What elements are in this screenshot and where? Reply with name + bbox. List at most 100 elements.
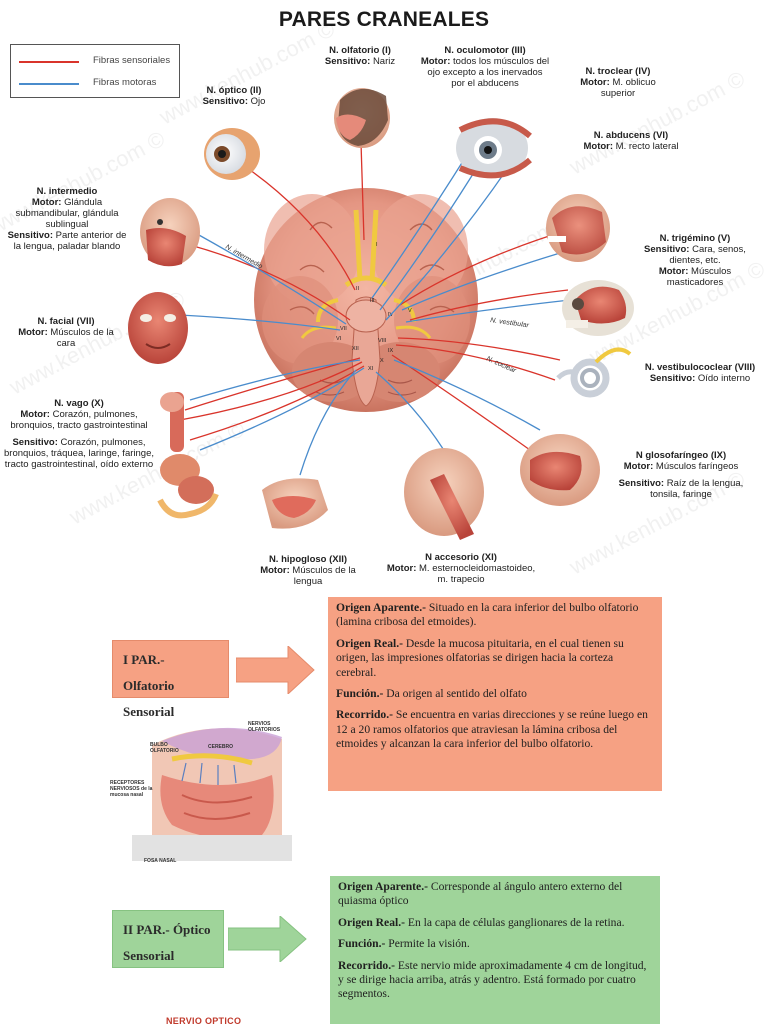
roman-numeral: IX (388, 348, 394, 354)
nerve-name: N. vago (X) (54, 398, 104, 409)
par2-subtitle: Sensorial (123, 948, 175, 963)
nerve-name: N. óptico (II) (206, 85, 262, 96)
nerve-value: M. esternocleidomastoideo, m. trapecio (419, 563, 536, 585)
nerve-key: Sensitivo: (7, 230, 53, 241)
par2-recorrido-key: Recorrido.- (338, 958, 395, 972)
neck-illustration (404, 448, 484, 540)
par2-funcion-key: Función.- (338, 937, 386, 951)
par1-origen-aparente-key: Origen Aparente.- (336, 601, 426, 614)
skull-illustration (562, 280, 634, 336)
nerve-vestibulococlear: N. vestibulococlear (VIII) Sensitivo: Oí… (636, 362, 764, 384)
nerve-key: Sensitivo: (649, 373, 696, 384)
branch-label-vestibular: N. vestibular (490, 317, 530, 329)
par1-origen-real-value: Desde la mucosa pituitaria, en el cual t… (336, 636, 624, 679)
nerve-troclear: N. troclear (IV) Motor: M. oblicuo super… (566, 66, 670, 99)
label-nervio-optico: NERVIO OPTICO (166, 1016, 242, 1024)
nerve-key: Motor: (623, 461, 654, 472)
nerve-value: todos los músculos del ojo excepto a los… (427, 56, 550, 89)
branch-label-coclear: N. coclear (485, 355, 517, 374)
nerve-key: Sensitivo: (324, 56, 371, 67)
roman-numeral: XII (352, 346, 359, 352)
nerve-abducens: N. abducens (VI) Motor: M. recto lateral (566, 130, 696, 152)
par2-origen-aparente-key: Origen Aparente.- (338, 880, 428, 893)
par1-recorrido-key: Recorrido.- (336, 708, 393, 722)
roman-numeral: VI (336, 336, 342, 342)
nerve-intermedio: N. intermedio Motor: Glándula submandibu… (6, 186, 128, 252)
par1-title: I PAR.- Olfatorio (123, 652, 175, 693)
sensory-line-icon (19, 61, 79, 63)
face-intermedio-illustration (140, 198, 200, 267)
par2-origen-real-key: Origen Real.- (338, 915, 405, 929)
nerve-value: Músculos de la lengua (292, 565, 356, 587)
nerve-name: N. olfatorio (I) (329, 45, 391, 56)
nerve-value: Ojo (250, 96, 266, 107)
roman-numeral: XI (368, 366, 374, 372)
nerve-value: Músculos masticadores (666, 266, 732, 288)
par1-description: Origen Aparente.- Situado en la cara inf… (328, 597, 662, 791)
nerve-name: N. troclear (IV) (585, 66, 651, 77)
nerve-value: Corazón, pulmones, bronquios, tráquea, l… (4, 437, 154, 470)
label-receptores: RECEPTORES NERVIOSOS de la mucosa nasal (110, 780, 153, 798)
nerve-name: N. vestibulococlear (VIII) (644, 362, 756, 373)
nerve-key: Motor: (31, 197, 62, 208)
face-facial-illustration (128, 292, 188, 364)
par2-recorrido-value: Este nervio mide aproximadamente 4 cm de… (338, 958, 647, 1001)
label-bulbo-olfatorio: BULBO OLFATORIO (150, 742, 179, 754)
nerve-hipogloso: N. hipogloso (XII) Motor: Músculos de la… (258, 554, 358, 587)
nerve-key: Motor: (583, 141, 614, 152)
nerve-name: N. intermedio (36, 186, 98, 197)
nerve-glosofaringeo: N glosofaríngeo (IX) Motor: Músculos far… (606, 450, 756, 500)
roman-numeral: I (376, 242, 378, 248)
olfactory-anatomy-diagram (132, 727, 292, 861)
nerve-value: Oído interno (697, 373, 751, 384)
roman-numeral: X (380, 358, 384, 364)
nerve-key: Motor: (580, 77, 610, 88)
roman-numeral: VIII (378, 338, 387, 344)
vagus-organs-illustration (157, 392, 219, 519)
roman-numeral: II (356, 286, 360, 292)
inner-ear-illustration (556, 347, 632, 398)
motor-line-icon (19, 83, 79, 85)
eye-muscles-illustration (456, 118, 532, 179)
nerve-name: N. facial (VII) (37, 316, 95, 327)
nerve-value: M. recto lateral (615, 141, 679, 152)
nerve-accesorio: N accesorio (XI) Motor: M. esternocleido… (386, 552, 536, 585)
throat-illustration (520, 434, 600, 506)
nerve-facial: N. facial (VII) Motor: Músculos de la ca… (18, 316, 114, 349)
nerve-key: Sensitivo: (12, 437, 58, 448)
nerve-value: Nariz (372, 56, 396, 67)
page-title: PARES CRANEALES (278, 8, 490, 31)
nose-illustration (334, 88, 390, 148)
nerve-name: N. oculomotor (III) (444, 45, 526, 56)
nerve-key: Motor: (20, 409, 50, 420)
nerve-value: Glándula submandibular, glándula subling… (15, 197, 119, 230)
nerve-oculomotor: N. oculomotor (III) Motor: todos los mús… (420, 45, 550, 89)
nerve-key: Motor: (386, 563, 417, 574)
par2-origen-aparente-value: Corresponde al ángulo antero externo del… (338, 880, 623, 908)
nerve-key: Motor: (260, 565, 290, 576)
nerve-key: Sensitivo: (618, 478, 665, 489)
nerve-key: Sensitivo: (202, 96, 248, 107)
nerve-key: Motor: (18, 327, 48, 338)
nerve-value: Músculos faríngeos (655, 461, 739, 472)
nerve-name: N accesorio (XI) (425, 552, 497, 563)
nerve-name: N. trigémino (V) (659, 233, 731, 244)
roman-numeral: V (408, 308, 412, 314)
par2-origen-real-value: En la capa de células ganglionares de la… (404, 915, 625, 929)
nerve-key: Motor: (658, 266, 689, 277)
nerve-optico: N. óptico (II) Sensitivo: Ojo (192, 85, 276, 107)
label-fosa-nasal: FOSA NASAL (144, 858, 177, 864)
par1-title-box: I PAR.- Olfatorio Sensorial (112, 640, 229, 719)
nerve-value: M. oblicuo superior (600, 77, 656, 99)
par1-origen-aparente-value: Situado en la cara inferior del bulbo ol… (336, 601, 639, 629)
nerve-olfatorio: N. olfatorio (I) Sensitivo: Nariz (318, 45, 402, 67)
label-nervios-olfatorios: NERVIOS OLFATORIOS (248, 721, 281, 733)
nerve-value: Corazón, pulmones, bronquios, tracto gas… (10, 409, 148, 431)
legend-motor-label: Fibras motoras (93, 77, 157, 88)
nerve-vago: N. vago (X) Motor: Corazón, pulmones, br… (4, 398, 154, 470)
nerve-name: N glosofaríngeo (IX) (635, 450, 727, 461)
nerve-value: Músculos de la cara (50, 327, 114, 349)
nerve-value: Parte anterior de la lengua, paladar bla… (13, 230, 127, 252)
arrow-right-icon (228, 916, 307, 962)
roman-numeral: III (370, 298, 375, 304)
